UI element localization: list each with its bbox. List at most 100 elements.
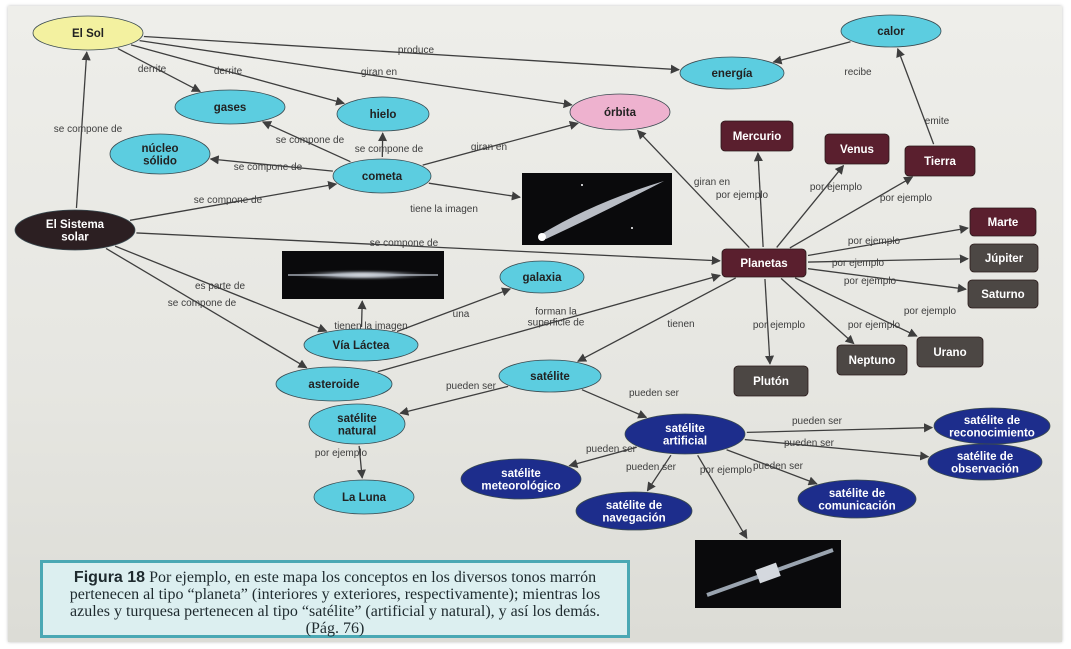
edge-satelite-artificial: pueden ser (581, 388, 680, 419)
node-energia: energía (679, 56, 785, 90)
node-hielo: hielo (336, 96, 430, 132)
node-saturno: Saturno (967, 279, 1039, 309)
edge-label: una (453, 309, 470, 320)
edge-label: por ejemplo (700, 465, 753, 476)
edge-label: produce (398, 45, 435, 56)
edge-label: por ejemplo (880, 193, 933, 204)
galaxy-photo (282, 251, 444, 299)
edge-planetas-mercurio: por ejemplo (716, 152, 769, 248)
node-label: Venus (840, 144, 874, 156)
node-marte: Marte (969, 207, 1037, 237)
edge-planetas-neptuno: por ejemplo (780, 277, 901, 345)
edge-planetas-venus: por ejemplo (776, 164, 863, 248)
edge-label: por ejemplo (753, 320, 806, 331)
edge-vialactea-galaxy_img: tienen la imagen (334, 300, 408, 332)
edge-label: recibe (844, 67, 872, 78)
node-satelite: satélite (498, 359, 602, 393)
node-calor: calor (840, 14, 942, 48)
edge-label: pueden ser (626, 462, 677, 473)
node-label: galaxia (523, 272, 563, 284)
node-pluton: Plutón (733, 365, 809, 397)
caption-text: Por ejemplo, en este mapa los conceptos … (69, 569, 601, 637)
edge-label: derrite (214, 66, 243, 77)
node-label: Plutón (753, 376, 789, 388)
edge-cometa-hielo: se compone de (355, 132, 424, 158)
node-label: gases (214, 102, 247, 114)
edge-label: pueden ser (446, 381, 497, 392)
satellite-photo (695, 540, 841, 608)
edge-label: por ejemplo (810, 182, 863, 193)
edge-natural-luna: por ejemplo (315, 445, 368, 479)
node-label: energía (712, 68, 754, 80)
edge-planetas-pluton: por ejemplo (753, 278, 806, 365)
edge-label: por ejemplo (904, 306, 957, 317)
edge-label: se compone de (370, 238, 439, 249)
edge-label: tiene la imagen (410, 204, 478, 215)
edge-sol-energia: produce (143, 35, 680, 74)
node-urano: Urano (916, 336, 984, 368)
comet-photo (522, 173, 672, 245)
node-label: calor (877, 26, 905, 38)
node-label: satélite (530, 371, 570, 383)
edge-label: derrite (138, 64, 167, 75)
edge-sistema-vialactea: es parte de (114, 245, 328, 333)
edge-sol-orbita: giran en (139, 40, 573, 109)
edge-label: por ejemplo (716, 190, 769, 201)
edge-calor-energia: recibe (772, 41, 872, 78)
edge-label: por ejemplo (315, 448, 368, 459)
edge-label: se compone de (234, 162, 303, 173)
node-label: Urano (933, 347, 966, 359)
node-label: asteroide (308, 379, 359, 391)
node-vialactea: Vía Láctea (303, 328, 419, 362)
edge-artificial-meteorologico: pueden ser (568, 444, 637, 468)
edge-label: pueden ser (753, 461, 804, 472)
edge-artificial-navegacion: pueden ser (626, 454, 677, 492)
node-mercurio: Mercurio (720, 120, 794, 152)
node-label: Planetas (740, 258, 787, 270)
edge-label: pueden ser (784, 438, 835, 449)
node-label: Marte (988, 217, 1019, 229)
edge-cometa-orbita: giran en (422, 121, 579, 166)
edge-planetas-urano: por ejemplo (794, 277, 957, 337)
edge-planetas-orbita: giran en (636, 129, 750, 249)
edge-planetas-jupiter: por ejemplo (807, 254, 969, 269)
edge-label: tienen (667, 319, 694, 330)
edge-vialactea-galaxia: una (396, 287, 512, 333)
edge-label: pueden ser (586, 444, 637, 455)
figure-number: Figura 18 (73, 569, 146, 586)
edge-label: es parte de (195, 281, 245, 292)
edge-label: emite (925, 116, 950, 127)
edge-cometa-nucleo: se compone de (209, 155, 333, 173)
node-asteroide: asteroide (275, 366, 393, 402)
edge-label: por ejemplo (848, 236, 901, 247)
node-venus: Venus (824, 133, 890, 165)
edge-sol-hielo: derrite (130, 44, 346, 106)
node-planetas: Planetas (721, 248, 807, 278)
node-label: órbita (604, 107, 637, 119)
edge-label: por ejemplo (844, 276, 897, 287)
node-label: El Sol (72, 28, 104, 40)
edge-artificial-sat_img: por ejemplo (697, 455, 753, 540)
edge-artificial-observacion: pueden ser (744, 438, 930, 461)
edge-planetas-marte: por ejemplo (807, 224, 969, 257)
edge-label: se compone de (194, 195, 263, 206)
edge-tierra-calor: emite (896, 47, 950, 145)
edge-label: giran en (694, 177, 730, 188)
edge-planetas-tierra: por ejemplo (789, 176, 933, 249)
node-label: Júpiter (985, 253, 1024, 265)
node-tierra: Tierra (904, 145, 976, 177)
node-jupiter: Júpiter (969, 243, 1039, 273)
